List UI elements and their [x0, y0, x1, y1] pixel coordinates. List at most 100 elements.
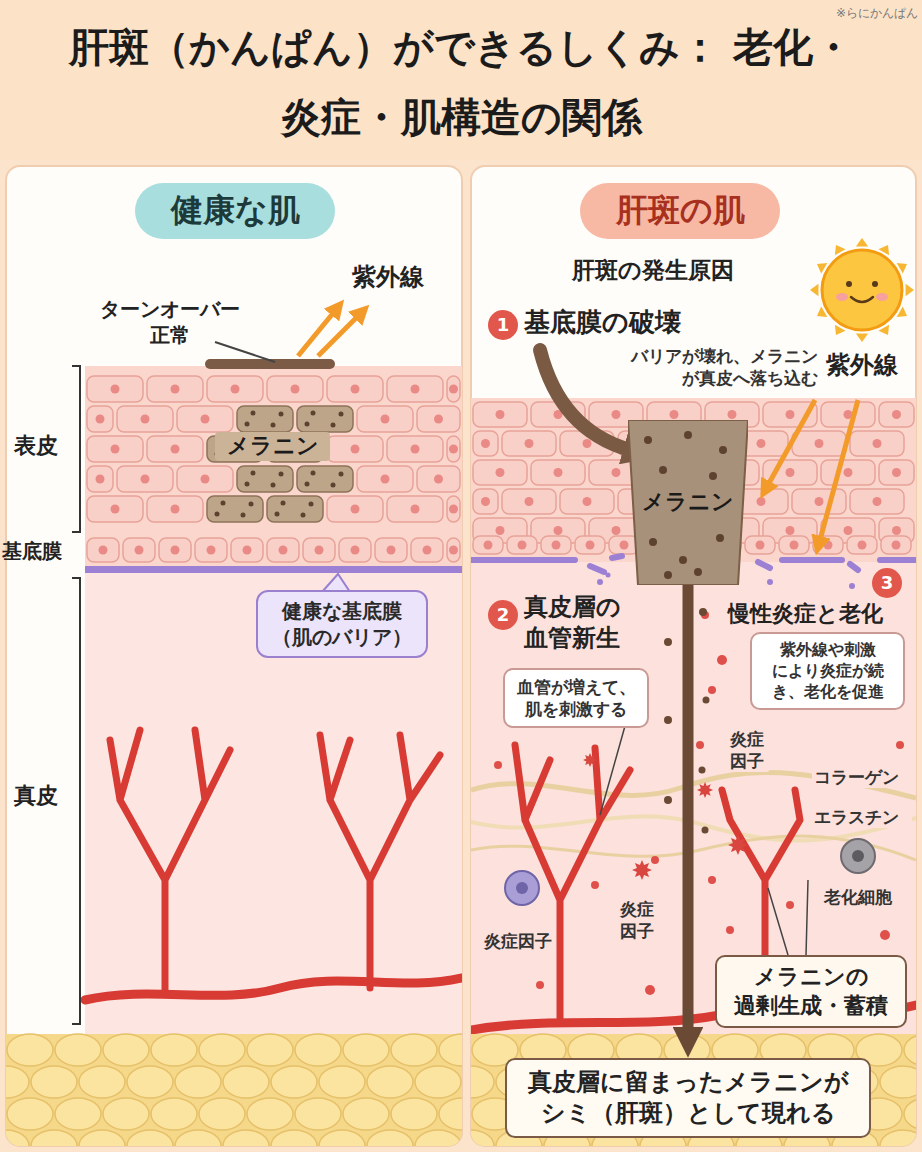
skin-cell	[87, 436, 143, 462]
melanin-granule	[251, 411, 256, 416]
inflammatory-factor	[728, 835, 748, 855]
fat-cell	[55, 1098, 101, 1130]
skin-cell	[560, 489, 614, 514]
cell-nucleus	[141, 415, 150, 424]
skin-cell	[447, 496, 460, 522]
inflammation-dot	[726, 926, 734, 934]
inflammation-dot	[708, 686, 716, 694]
skin-cell	[267, 538, 299, 562]
inflammation-dot	[651, 856, 659, 864]
cell-nucleus	[786, 526, 795, 535]
cell-nucleus	[243, 546, 252, 555]
cell-nucleus	[496, 410, 505, 419]
skin-cell	[117, 406, 173, 432]
cell-nucleus	[291, 385, 300, 394]
skin-cell	[502, 431, 556, 456]
sun-ray	[906, 284, 914, 296]
fat-cell	[7, 1098, 53, 1130]
skin-cell	[881, 536, 911, 554]
cell-nucleus	[449, 505, 458, 514]
skin-cell	[147, 496, 203, 522]
inflammation-dot	[494, 761, 502, 769]
cell-nucleus	[411, 505, 420, 514]
melanin-granule	[245, 482, 250, 487]
cell-nucleus	[824, 541, 833, 550]
node-text: 血管が増えて、 肌を刺激する	[515, 676, 637, 720]
cell-nucleus	[757, 439, 766, 448]
skin-cell	[87, 538, 119, 562]
cell-nucleus	[756, 541, 765, 550]
fat-cell	[391, 1034, 437, 1066]
cell-nucleus	[171, 385, 180, 394]
inflammation-dot	[591, 881, 599, 889]
skin-cells	[87, 376, 460, 562]
melanin-granule	[241, 513, 246, 518]
senescent-cell	[841, 839, 875, 873]
skin-cell	[327, 436, 383, 462]
skin-cell	[879, 402, 914, 427]
sun	[810, 238, 914, 342]
melanin-granule	[221, 501, 226, 506]
melasma-skin	[471, 562, 916, 1038]
fat-cell	[127, 1130, 173, 1146]
sun-ray	[856, 238, 868, 246]
skin-cell	[231, 538, 263, 562]
skin-cell	[387, 376, 443, 402]
fiber-label: エラスチン	[812, 806, 912, 828]
panel	[6, 166, 462, 1146]
melanin-granule	[644, 436, 652, 444]
cell-nucleus	[351, 546, 360, 555]
inflammation-dot	[645, 985, 655, 995]
sun-ray	[856, 334, 868, 342]
skin-cell	[87, 406, 113, 432]
cell-nucleus	[351, 505, 360, 514]
melanin-granule	[716, 534, 724, 542]
healthy-skin	[85, 366, 462, 566]
cell-nucleus	[231, 385, 240, 394]
skin-cell	[267, 496, 323, 522]
skin-cell	[147, 436, 203, 462]
skin-cell	[147, 376, 203, 402]
skin-cell	[813, 536, 843, 554]
uv-ray	[820, 400, 858, 540]
fat-cell	[367, 1066, 413, 1098]
skin-cell	[821, 402, 875, 427]
fat-cell	[271, 1066, 317, 1098]
layer-label: 表皮	[14, 432, 66, 461]
fat-cell	[175, 1130, 221, 1146]
callout-number: 3	[872, 568, 902, 598]
cell-nucleus	[786, 410, 795, 419]
fat-cell	[223, 1066, 269, 1098]
skin-cell	[207, 496, 263, 522]
inflammatory-factor	[632, 860, 652, 880]
skin-cell	[297, 406, 353, 432]
fat-cell	[295, 1034, 341, 1066]
fat-cell	[6, 1130, 29, 1146]
uv-ray	[318, 316, 358, 356]
cell-nucleus	[434, 475, 443, 484]
melanin-shape	[628, 420, 748, 585]
skin-cell	[507, 536, 537, 554]
melanin-granule	[684, 431, 692, 439]
cell-nucleus	[518, 541, 527, 550]
cell-nucleus	[554, 468, 563, 477]
melanin-granule	[339, 412, 344, 417]
callout-number: 2	[488, 600, 518, 630]
cell-nucleus	[525, 497, 534, 506]
cell-nucleus	[552, 541, 561, 550]
membrane-fragment	[849, 583, 855, 589]
skin-cell	[531, 460, 585, 485]
melanin-granule	[275, 512, 280, 517]
bracket	[72, 366, 80, 1024]
cell-label: 老化細胞	[822, 886, 912, 908]
fat-cell	[343, 1034, 389, 1066]
skin-cell	[87, 376, 143, 402]
fat-cell	[471, 1130, 494, 1146]
blood-vessel	[85, 978, 462, 1000]
cause-heading: 真皮層の 血管新生	[524, 592, 636, 654]
turnover-label: ターンオーバー 正常	[92, 296, 248, 348]
fat-cell	[439, 1034, 462, 1066]
skin-cell	[447, 376, 460, 402]
melanin-granule	[664, 796, 672, 804]
uv-ray	[768, 400, 815, 485]
